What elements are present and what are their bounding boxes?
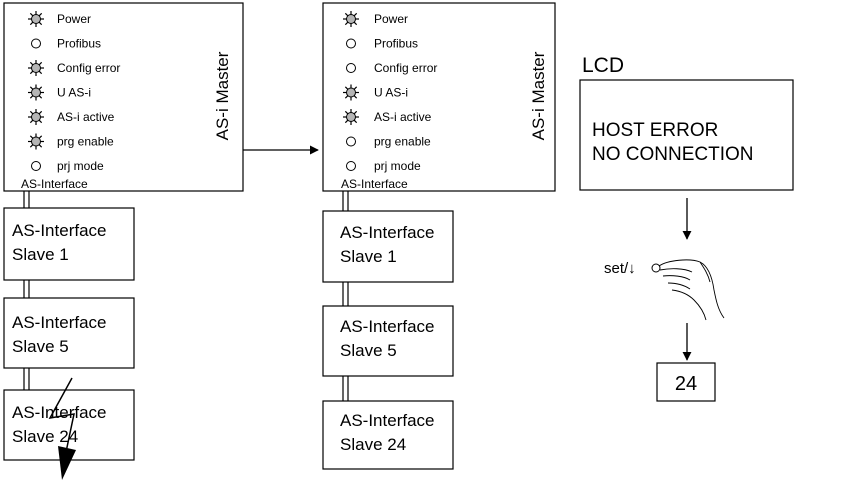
led-on-icon: [343, 84, 359, 101]
led-on-icon: [28, 11, 44, 27]
led-off-icon: [31, 161, 41, 171]
slave-label-line2: Slave 1: [12, 245, 69, 264]
left-master-title: AS-i Master: [213, 51, 232, 140]
led-label: Config error: [57, 61, 120, 75]
right-slave-5: AS-Interface Slave 5: [322, 305, 454, 377]
set-button-label: set/↓: [604, 260, 636, 277]
lcd-line-1: HOST ERROR: [592, 120, 718, 141]
led-off-icon: [346, 63, 356, 73]
led-off-icon: [346, 136, 356, 147]
slave-label-line1: AS-Interface: [340, 411, 435, 430]
led-on-icon: [28, 84, 44, 101]
left-slave-5: AS-Interface Slave 5: [3, 297, 135, 369]
slave-label-line1: AS-Interface: [340, 223, 435, 242]
lcd-line-2: NO CONNECTION: [592, 144, 754, 165]
led-label: Power: [374, 12, 408, 26]
led-row: prj mode: [346, 159, 421, 173]
lcd-display: [579, 79, 794, 191]
led-label: U AS-i: [374, 86, 408, 100]
result-box: [656, 362, 716, 402]
led-label: prj mode: [374, 159, 421, 173]
slave-label-line2: Slave 24: [12, 427, 78, 446]
hand-press-icon: [658, 259, 725, 321]
lcd-panel: LCD HOST ERROR NO CONNECTION set/↓ 24: [579, 54, 794, 402]
lightning-bolt-icon: [48, 377, 76, 480]
led-label: Profibus: [374, 37, 418, 51]
left-bus-lines: [23, 191, 30, 390]
led-label: prg enable: [374, 135, 431, 149]
led-row: Power: [28, 11, 91, 27]
left-slave-1: AS-Interface Slave 1: [3, 207, 135, 281]
led-off-icon: [346, 38, 356, 49]
led-label: AS-i active: [57, 110, 115, 124]
slave-label-line2: Slave 1: [340, 247, 397, 266]
led-row: Config error: [28, 60, 120, 76]
right-master-frame: [322, 2, 556, 192]
led-row: Profibus: [31, 37, 101, 51]
led-on-icon: [28, 109, 44, 125]
right-slave-1: AS-Interface Slave 1: [322, 210, 454, 283]
slave-label-line1: AS-Interface: [12, 221, 107, 240]
led-row: AS-i active: [343, 109, 432, 125]
led-off-icon: [346, 161, 356, 171]
led-row: Profibus: [346, 37, 418, 51]
led-label: Profibus: [57, 37, 101, 51]
led-row: U AS-i: [28, 84, 91, 101]
led-on-icon: [28, 60, 44, 76]
led-row: prg enable: [28, 133, 114, 150]
led-row: AS-i active: [28, 109, 115, 125]
lcd-title: LCD: [582, 54, 624, 77]
left-bus-label: AS-Interface: [21, 177, 88, 191]
right-bus-label: AS-Interface: [341, 177, 408, 191]
led-label: prj mode: [57, 159, 104, 173]
slave-label-line1: AS-Interface: [12, 403, 107, 422]
slave-label-line1: AS-Interface: [12, 313, 107, 332]
led-label: prg enable: [57, 135, 114, 149]
led-label: Power: [57, 12, 91, 26]
slave-label-line2: Slave 5: [12, 337, 69, 356]
right-master-title: AS-i Master: [529, 51, 548, 140]
led-row: Power: [343, 11, 408, 27]
right-slave-24: AS-Interface Slave 24: [322, 400, 454, 470]
led-row: prj mode: [31, 159, 104, 173]
left-slave-24: AS-Interface Slave 24: [3, 389, 135, 461]
set-button[interactable]: [651, 263, 661, 273]
slave-label-line1: AS-Interface: [340, 317, 435, 336]
left-master-frame: [3, 2, 244, 192]
led-row: prg enable: [346, 135, 431, 149]
led-on-icon: [343, 109, 359, 125]
slave-label-line2: Slave 5: [340, 341, 397, 360]
led-label: Config error: [374, 61, 437, 75]
led-on-icon: [343, 11, 359, 27]
led-row: Config error: [346, 61, 437, 75]
right-bus-lines: [342, 191, 349, 401]
result-value: 24: [675, 373, 697, 395]
led-on-icon: [28, 133, 44, 150]
led-label: AS-i active: [374, 110, 432, 124]
led-row: U AS-i: [343, 84, 408, 101]
led-label: U AS-i: [57, 86, 91, 100]
led-off-icon: [31, 38, 41, 49]
slave-label-line2: Slave 24: [340, 435, 406, 454]
